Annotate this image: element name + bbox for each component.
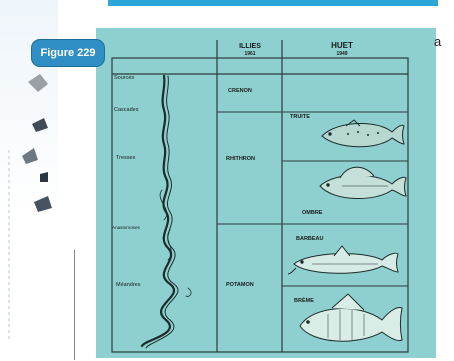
decorative-dashed-line: [8, 150, 10, 340]
grayling-icon: [320, 167, 406, 198]
river-zonation-diagram: ILLIES 1961 HUET 1949 CRENON RHITHRON PO…: [102, 40, 422, 356]
decorative-shapes: [18, 64, 58, 214]
zone-label-rhithron: RHITHRON: [226, 156, 255, 162]
decorative-vertical-line: [74, 250, 75, 360]
section-label-tresses: Tresses: [116, 155, 136, 161]
fish-label-truite: TRUITE: [290, 114, 310, 120]
fish-label-barbeau: BARBEAU: [296, 236, 324, 242]
top-accent-bar: [108, 0, 438, 6]
river-course-icon: [142, 76, 191, 348]
section-label-cascades: Cascades: [114, 107, 139, 113]
zone-label-potamon: POTAMON: [226, 282, 254, 288]
figure-badge: Figure 229: [32, 40, 104, 66]
section-label-sources: Sources: [114, 75, 134, 81]
illies-year: 1961: [244, 51, 255, 57]
fish-label-ombre: OMBRE: [302, 210, 323, 216]
side-letter: a: [434, 34, 441, 49]
trout-icon: [322, 120, 404, 147]
diagram-frame: [112, 58, 408, 352]
huet-year: 1949: [336, 51, 347, 57]
bream-icon: [300, 294, 402, 341]
illies-header: ILLIES: [239, 43, 261, 50]
fish-label-breme: BRÈME: [294, 296, 314, 304]
huet-header: HUET: [331, 41, 353, 50]
section-label-meandres: Méandres: [116, 282, 141, 288]
zone-label-crenon: CRENON: [228, 88, 252, 94]
section-label-anastomoses: Anastomoses: [112, 225, 141, 230]
barbel-icon: [288, 246, 398, 274]
